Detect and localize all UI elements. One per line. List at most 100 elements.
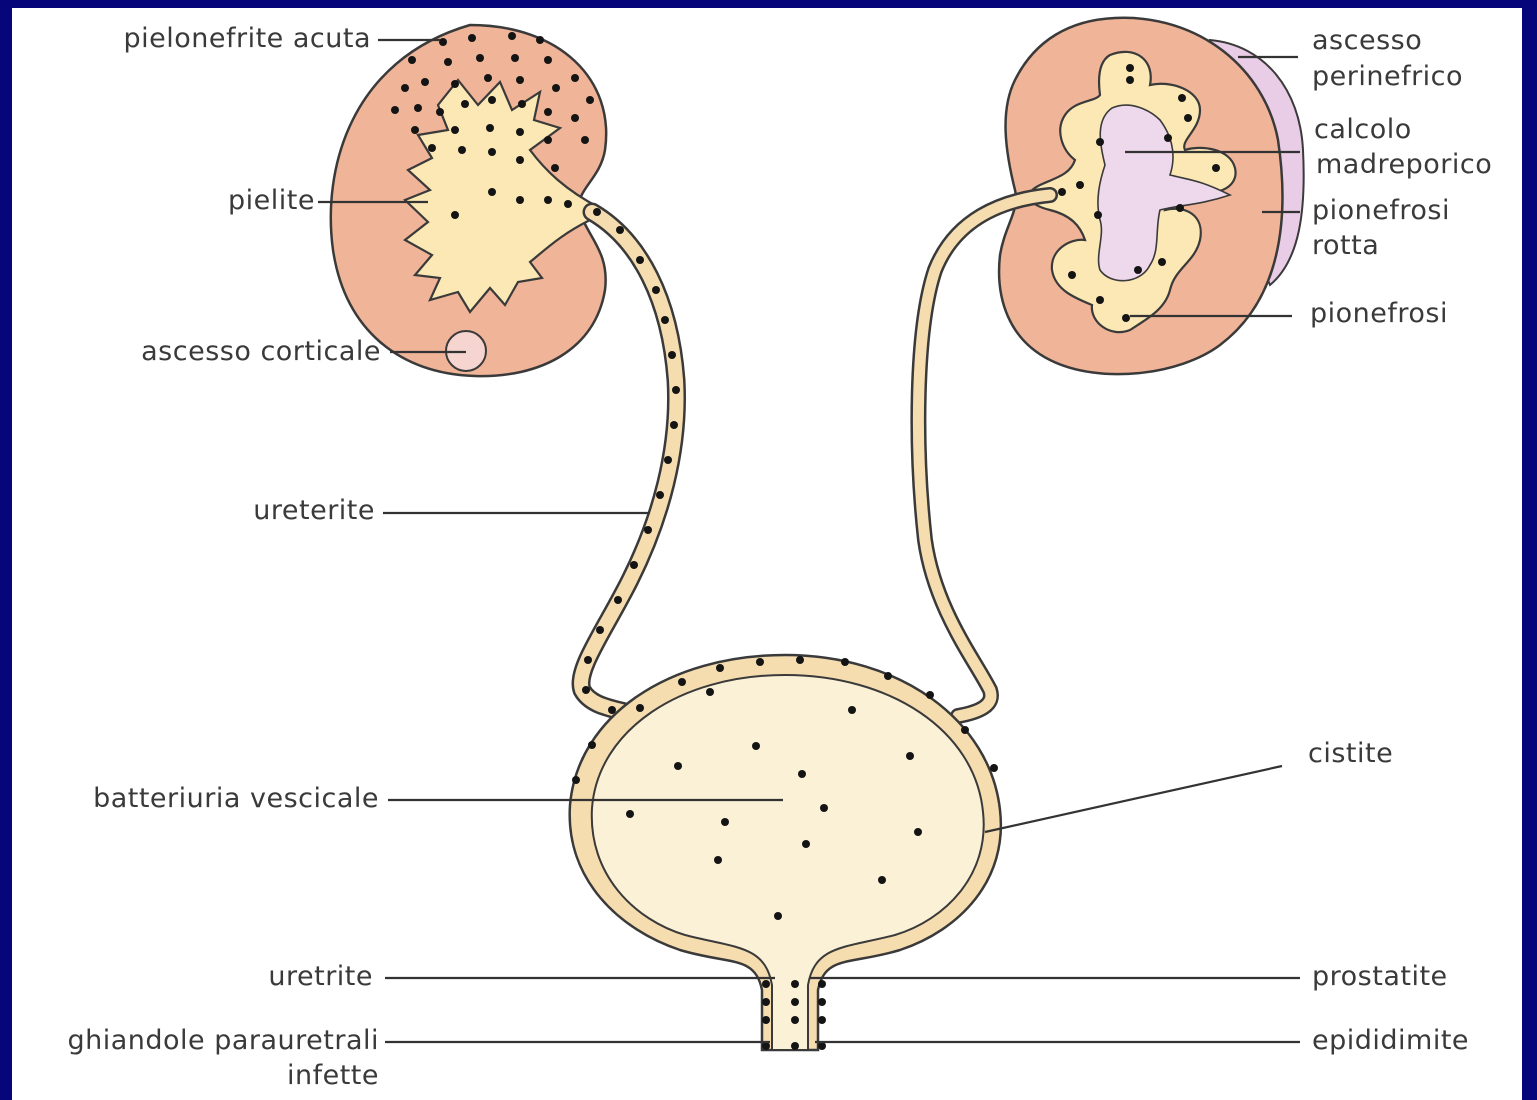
bacterium-dot xyxy=(668,351,676,359)
bacterium-dot xyxy=(926,691,934,699)
bacterium-dot xyxy=(914,828,922,836)
bacterium-dot xyxy=(516,156,524,164)
label-madreporico: madreporico xyxy=(1316,148,1492,182)
bacterium-dot xyxy=(664,456,672,464)
bacterium-dot xyxy=(820,804,828,812)
bacterium-dot xyxy=(818,1016,826,1024)
label-pionefrosi: pionefrosi xyxy=(1310,297,1448,331)
bacterium-dot xyxy=(516,128,524,136)
bacterium-dot xyxy=(1068,271,1076,279)
bacterium-dot xyxy=(581,136,589,144)
bacterium-dot xyxy=(652,286,660,294)
bacterium-dot xyxy=(636,256,644,264)
bacterium-dot xyxy=(818,998,826,1006)
bacterium-dot xyxy=(488,96,496,104)
bacterium-dot xyxy=(656,491,664,499)
bacterium-dot xyxy=(408,56,416,64)
bacterium-dot xyxy=(571,74,579,82)
label-calcolo: calcolo xyxy=(1314,113,1412,147)
bacterium-dot xyxy=(551,164,559,172)
bacterium-dot xyxy=(588,741,596,749)
bacterium-dot xyxy=(414,104,422,112)
bacterium-dot xyxy=(802,840,810,848)
bacterium-dot xyxy=(544,196,552,204)
label-ghiandole-parauretrali: ghiandole parauretrali xyxy=(67,1024,379,1058)
label-pielonefrite-acuta: pielonefrite acuta xyxy=(123,22,371,56)
bacterium-dot xyxy=(411,126,419,134)
bacterium-dot xyxy=(1076,181,1084,189)
bacterium-dot xyxy=(486,124,494,132)
bacterium-dot xyxy=(444,58,452,66)
label-perinefrico: perinefrico xyxy=(1312,60,1463,94)
bacterium-dot xyxy=(791,980,799,988)
bacterium-dot xyxy=(672,386,680,394)
bacterium-dot xyxy=(678,678,686,686)
bacterium-dot xyxy=(596,626,604,634)
bacterium-dot xyxy=(421,78,429,86)
bacterium-dot xyxy=(818,980,826,988)
bacterium-dot xyxy=(451,126,459,134)
bacterium-dot xyxy=(564,200,572,208)
bacterium-dot xyxy=(508,32,516,40)
bacterium-dot xyxy=(614,596,622,604)
bacterium-dot xyxy=(674,762,682,770)
bacterium-dot xyxy=(644,526,652,534)
bacterium-dot xyxy=(461,100,469,108)
leader-cistite xyxy=(985,766,1282,832)
bacterium-dot xyxy=(536,36,544,44)
bacterium-dot xyxy=(762,1042,770,1050)
bacterium-dot xyxy=(848,706,856,714)
bacterium-dot xyxy=(544,136,552,144)
bacterium-dot xyxy=(544,56,552,64)
bacterium-dot xyxy=(990,764,998,772)
bacterium-dot xyxy=(762,980,770,988)
bacterium-dot xyxy=(518,100,526,108)
bacterium-dot xyxy=(484,74,492,82)
bacterium-dot xyxy=(1178,94,1186,102)
bacterium-dot xyxy=(774,912,782,920)
bacterium-dot xyxy=(1176,204,1184,212)
label-ascesso-corticale: ascesso corticale xyxy=(141,335,381,369)
bacterium-dot xyxy=(706,688,714,696)
bacterium-dot xyxy=(584,656,592,664)
bacterium-dot xyxy=(544,108,552,116)
label-cistite: cistite xyxy=(1308,737,1393,771)
bacterium-dot xyxy=(1058,188,1066,196)
bacterium-dot xyxy=(818,1042,826,1050)
bacterium-dot xyxy=(906,752,914,760)
bacterium-dot xyxy=(451,211,459,219)
bacterium-dot xyxy=(841,658,849,666)
bacterium-dot xyxy=(511,54,519,62)
bacterium-dot xyxy=(571,114,579,122)
label-pielite: pielite xyxy=(228,184,315,218)
bacterium-dot xyxy=(762,1016,770,1024)
bacterium-dot xyxy=(1134,266,1142,274)
label-pionefrosi-rotta-2: rotta xyxy=(1312,229,1379,263)
bacterium-dot xyxy=(752,742,760,750)
bacterium-dot xyxy=(516,76,524,84)
label-pionefrosi-rotta-1: pionefrosi xyxy=(1312,194,1450,228)
bacterium-dot xyxy=(716,664,724,672)
bacterium-dot xyxy=(798,770,806,778)
bacterium-dot xyxy=(762,998,770,1006)
bacterium-dot xyxy=(468,34,476,42)
bacterium-dot xyxy=(961,726,969,734)
bacterium-dot xyxy=(1158,258,1166,266)
bacterium-dot xyxy=(436,108,444,116)
bacterium-dot xyxy=(796,656,804,664)
label-epididimite: epididimite xyxy=(1312,1024,1469,1058)
bacterium-dot xyxy=(1122,314,1130,322)
bacterium-dot xyxy=(593,208,601,216)
bacterium-dot xyxy=(791,1016,799,1024)
label-batteriuria-vescicale: batteriuria vescicale xyxy=(93,782,379,816)
bacterium-dot xyxy=(1094,211,1102,219)
bacterium-dot xyxy=(791,1042,799,1050)
bacterium-dot xyxy=(756,658,764,666)
bacterium-dot xyxy=(721,818,729,826)
bacterium-dot xyxy=(488,148,496,156)
bladder-lumen xyxy=(592,675,984,1050)
bacterium-dot xyxy=(630,561,638,569)
bacterium-dot xyxy=(791,998,799,1006)
bacterium-dot xyxy=(1212,164,1220,172)
